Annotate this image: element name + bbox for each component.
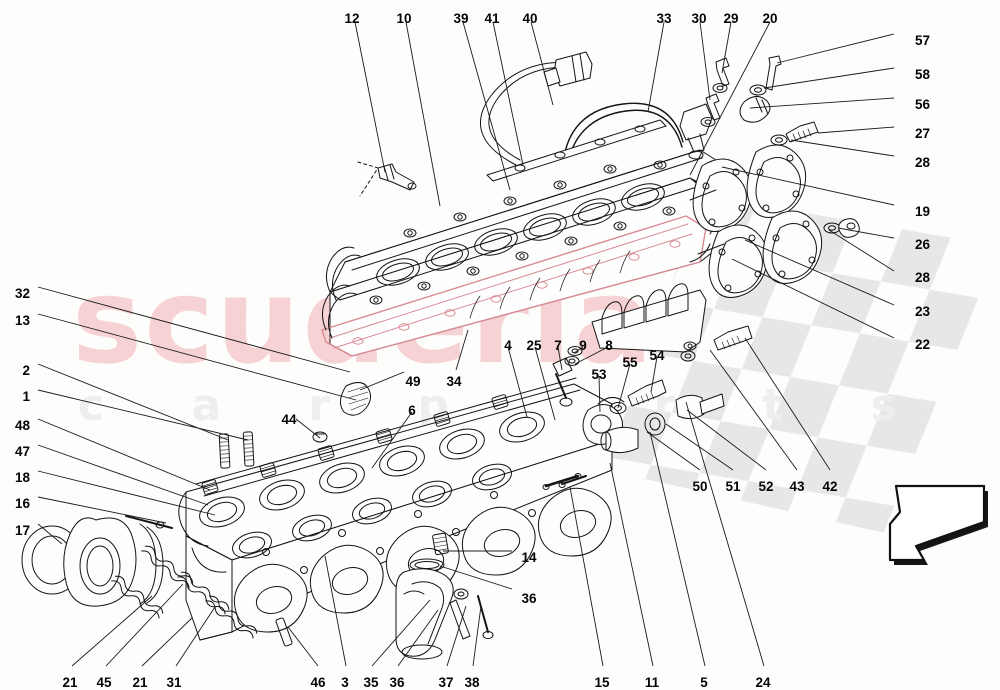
callout-label-19[interactable]: 19 bbox=[915, 204, 931, 219]
callout-label-40[interactable]: 40 bbox=[522, 11, 538, 26]
callout-label-21b[interactable]: 21 bbox=[132, 675, 148, 690]
callout-label-6[interactable]: 6 bbox=[408, 403, 416, 418]
callout-label-1[interactable]: 1 bbox=[22, 389, 30, 404]
callout-label-17[interactable]: 17 bbox=[14, 523, 30, 538]
callout-label-51[interactable]: 51 bbox=[725, 479, 741, 494]
callout-label-39[interactable]: 39 bbox=[453, 11, 469, 26]
callout-label-27[interactable]: 27 bbox=[915, 126, 931, 141]
callout-label-42[interactable]: 42 bbox=[822, 479, 838, 494]
callout-label-33[interactable]: 33 bbox=[656, 11, 672, 26]
callout-label-28a[interactable]: 28 bbox=[915, 155, 931, 170]
callout-label-54[interactable]: 54 bbox=[649, 348, 665, 363]
callout-label-2[interactable]: 2 bbox=[22, 363, 30, 378]
callout-label-31[interactable]: 31 bbox=[166, 675, 182, 690]
callout-label-41[interactable]: 41 bbox=[484, 11, 500, 26]
callout-label-3[interactable]: 3 bbox=[341, 675, 349, 690]
callout-label-30[interactable]: 30 bbox=[691, 11, 707, 26]
callout-label-18[interactable]: 18 bbox=[14, 470, 30, 485]
callout-label-57[interactable]: 57 bbox=[915, 33, 931, 48]
callout-label-32[interactable]: 32 bbox=[14, 286, 30, 301]
callout-label-11[interactable]: 11 bbox=[644, 675, 660, 690]
callout-label-35[interactable]: 35 bbox=[363, 675, 379, 690]
callout-label-12[interactable]: 12 bbox=[344, 11, 360, 26]
callout-label-9[interactable]: 9 bbox=[579, 338, 587, 353]
callout-label-20[interactable]: 20 bbox=[762, 11, 778, 26]
callout-label-16[interactable]: 16 bbox=[14, 496, 30, 511]
callout-label-38[interactable]: 38 bbox=[464, 675, 480, 690]
callout-label-48[interactable]: 48 bbox=[14, 418, 30, 433]
callout-label-8[interactable]: 8 bbox=[605, 338, 613, 353]
callout-label-14[interactable]: 14 bbox=[521, 550, 537, 565]
callout-label-50[interactable]: 50 bbox=[692, 479, 708, 494]
callout-label-13[interactable]: 13 bbox=[14, 313, 30, 328]
callout-label-26[interactable]: 26 bbox=[915, 237, 931, 252]
callout-label-4[interactable]: 4 bbox=[504, 338, 512, 353]
callout-label-46[interactable]: 46 bbox=[310, 675, 326, 690]
callout-label-58[interactable]: 58 bbox=[915, 67, 931, 82]
callout-label-36b[interactable]: 36 bbox=[521, 591, 537, 606]
callout-label-23[interactable]: 23 bbox=[915, 304, 931, 319]
callout-label-36a[interactable]: 36 bbox=[389, 675, 405, 690]
callout-label-22[interactable]: 22 bbox=[915, 337, 931, 352]
callout-label-47[interactable]: 47 bbox=[14, 444, 30, 459]
callout-label-53[interactable]: 53 bbox=[591, 367, 607, 382]
callout-label-56[interactable]: 56 bbox=[915, 97, 931, 112]
callout-label-34[interactable]: 34 bbox=[446, 374, 462, 389]
callout-label-45[interactable]: 45 bbox=[96, 675, 112, 690]
callout-label-55[interactable]: 55 bbox=[622, 355, 638, 370]
callout-label-43[interactable]: 43 bbox=[789, 479, 805, 494]
callout-label-29[interactable]: 29 bbox=[723, 11, 739, 26]
callout-label-44[interactable]: 44 bbox=[281, 412, 297, 427]
callout-label-52[interactable]: 52 bbox=[758, 479, 774, 494]
callout-label-21a[interactable]: 21 bbox=[62, 675, 78, 690]
callout-label-25[interactable]: 25 bbox=[526, 338, 542, 353]
callout-label-7[interactable]: 7 bbox=[554, 338, 562, 353]
callout-label-10[interactable]: 10 bbox=[396, 11, 412, 26]
callout-label-15[interactable]: 15 bbox=[594, 675, 610, 690]
callout-label-28b[interactable]: 28 bbox=[915, 270, 931, 285]
callout-label-49[interactable]: 49 bbox=[405, 374, 421, 389]
callout-label-37[interactable]: 37 bbox=[438, 675, 454, 690]
callout-label-5[interactable]: 5 bbox=[700, 675, 708, 690]
callout-label-24[interactable]: 24 bbox=[755, 675, 771, 690]
